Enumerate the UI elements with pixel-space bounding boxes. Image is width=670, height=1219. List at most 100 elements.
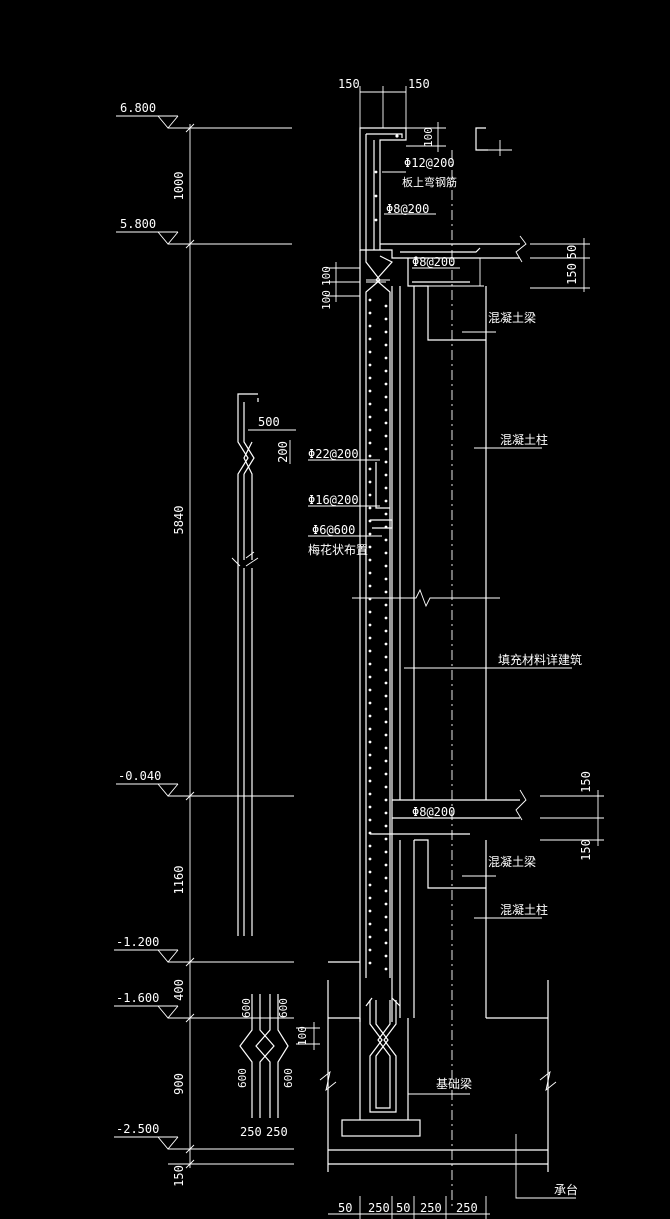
rebar-dot [384,616,388,620]
elev-minus-0040: -0.040 [118,769,161,783]
label-fill-material: 填充材料详建筑 [498,652,582,667]
rebar-dot [368,688,372,692]
rebar-dot [384,421,388,425]
dim-right-50: 50 [565,245,579,259]
rebar-dot [384,941,388,945]
rebar-dot [384,889,388,893]
rebar-dot [384,330,388,334]
rebar-dot [368,337,372,341]
dim-bottom-50-a: 50 [338,1201,352,1215]
rebar-dot [368,376,372,380]
rebar-dot [368,675,372,679]
rebar-dot [384,928,388,932]
rebar-dot [384,551,388,555]
dim-top-100: 100 [422,127,435,147]
rebar-dot [384,915,388,919]
foundation: 基础梁 承台 [319,961,578,1199]
dim-right-150-a: 150 [565,263,579,285]
dim-bottom-250-a: 250 [368,1201,390,1215]
rebar-dot [384,681,388,685]
top-dimensions: 150 150 100 [338,77,512,156]
label-concrete-column-2: 混凝土柱 [500,902,548,917]
rebar-dot [368,701,372,705]
rebar-dot [368,623,372,627]
parapet: Φ12@200 板上弯钢筋 Φ8@200 [359,127,457,252]
dim-600-b: 600 [277,998,290,1018]
dim-1160: 1160 [172,866,186,895]
label-rebar-16: Φ16@200 [308,493,359,507]
elev-minus-1200: -1.200 [116,935,159,949]
rebar-dot [384,876,388,880]
rebar-dot [368,792,372,796]
dim-1000: 1000 [172,172,186,201]
rebar-dot [368,636,372,640]
rebar-dot [368,935,372,939]
rebar-dot [368,428,372,432]
dim-wall-100-a: 100 [320,266,333,286]
rebar-dot [384,408,388,412]
rebar-dot [368,727,372,731]
rebar-dot [384,486,388,490]
rebar-dot [384,798,388,802]
label-pile-cap: 承台 [554,1182,578,1197]
wall-body: 100 100 Φ22@200 Φ16@200 Φ6@600 梅花状布置 混凝土… [308,250,582,1022]
rebar-dot [384,902,388,906]
rebar-dot [368,402,372,406]
rebar-dot [384,629,388,633]
rebar-dot [368,415,372,419]
rebar-dot [368,480,372,484]
rebar-dot [368,649,372,653]
rebar-dot [384,694,388,698]
label-concrete-column-1: 混凝土柱 [500,432,548,447]
rebar-dot [368,610,372,614]
rebar-dot [384,512,388,516]
elevation-markers: 6.800 5.800 -0.040 -1.200 -1.600 -2.500 [114,101,294,1165]
elev-minus-1600: -1.600 [116,991,159,1005]
rebar-dot [384,382,388,386]
label-slab-top-rebar: 板上弯钢筋 [402,175,457,189]
rebar-dot [384,772,388,776]
dim-900: 900 [172,1073,186,1095]
rebar-dot [368,532,372,536]
rebar-dot [368,896,372,900]
rebar-dot [368,584,372,588]
rebar-dot [384,642,388,646]
rebar-dot [384,460,388,464]
rebar-dot [384,343,388,347]
rebar-dot [368,519,372,523]
label-quincunx: 梅花状布置 [308,542,368,557]
dim-wall-100-b: 100 [320,290,333,310]
left-dimension-chain: 1000 5840 1160 400 900 150 [172,123,195,1187]
rebar-dot [368,779,372,783]
elev-minus-2500: -2.500 [116,1122,159,1136]
rebar-dot [368,324,372,328]
label-rebar-22: Φ22@200 [308,447,359,461]
rebar-dot [368,441,372,445]
rebar-dot [384,863,388,867]
rebar-dot [368,922,372,926]
rebar-dot [384,434,388,438]
rebar-dot [384,837,388,841]
rebar-detail-column: 500 200 [231,393,296,936]
dim-top-150-b: 150 [408,77,430,91]
rebar-dot [384,785,388,789]
rebar-dot [384,356,388,360]
rebar-dot [384,499,388,503]
rebar-dot [384,603,388,607]
rebar-dot [384,824,388,828]
dim-top-150-a: 150 [338,77,360,91]
rebar-dot [368,870,372,874]
rebar-dot [368,454,372,458]
dim-600-d: 600 [282,1068,295,1088]
rebar-dot [384,746,388,750]
dim-500: 500 [258,415,280,429]
rebar-dot [384,668,388,672]
rebar-dot [368,818,372,822]
rebar-detail-foundation: 600 600 600 600 100 250 250 [236,994,320,1139]
rebar-dot [368,909,372,913]
rebar-dot [368,558,372,562]
dim-100-detail: 100 [296,1026,309,1046]
rebar-dot [368,948,372,952]
rebar-dot [384,811,388,815]
